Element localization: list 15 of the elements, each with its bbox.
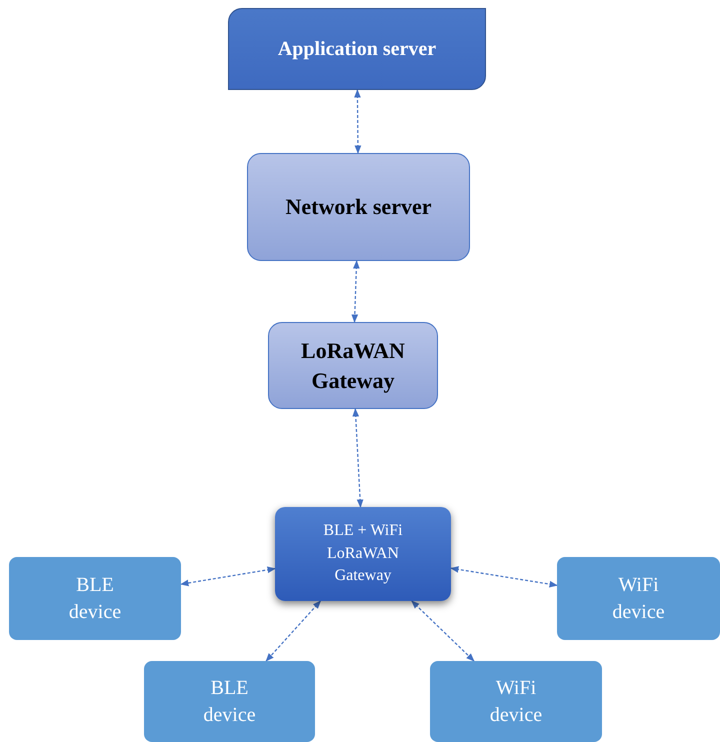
gateway-box: BLE + WiFi LoRaWAN Gateway [275,507,451,601]
server-box: Application server [228,8,486,90]
device-box: BLE device [144,661,315,742]
device-box: BLE device [9,557,181,640]
gateway-box: LoRaWAN Gateway [268,322,438,409]
dashed-arrow [352,408,364,508]
dashed-arrow [351,260,360,323]
device-box: WiFi device [557,557,720,640]
server-box: Network server [247,153,470,261]
dashed-arrow [266,600,322,662]
dashed-arrow [354,89,362,154]
dashed-arrow [180,566,276,586]
dashed-arrow [411,600,475,662]
device-box: WiFi device [430,661,602,742]
dashed-arrow [450,566,558,588]
